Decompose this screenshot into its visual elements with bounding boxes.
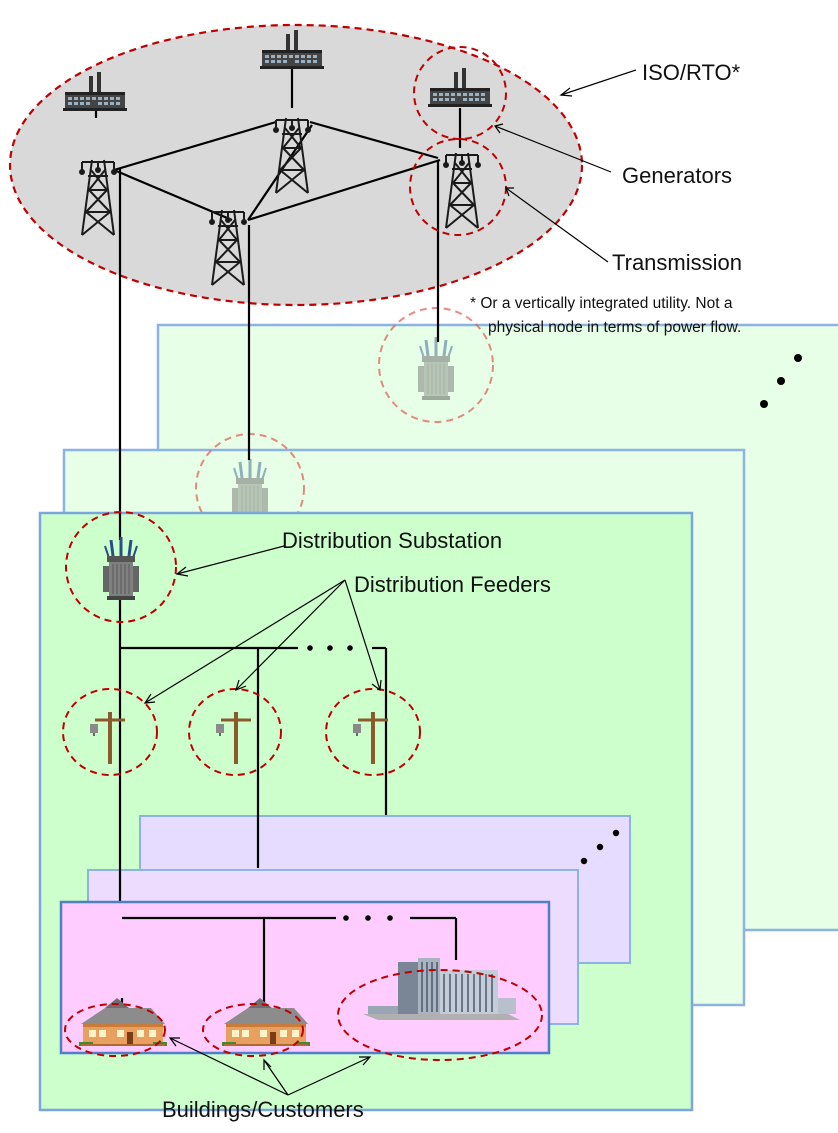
customer-highlight-ring <box>202 1003 304 1057</box>
label-distribution-feeders: Distribution Feeders <box>354 572 551 597</box>
more-feeders-dots <box>580 829 620 865</box>
customer-highlight-ring <box>337 969 543 1061</box>
substation-ring-back <box>378 307 494 423</box>
label-generators: Generators <box>622 163 732 188</box>
generator-highlight-ring <box>413 46 507 140</box>
footnote-line-1: * Or a vertically integrated utility. No… <box>470 295 733 312</box>
substation-highlight-ring <box>65 511 177 623</box>
annotation-arrows <box>143 69 637 1096</box>
label-transmission: Transmission <box>612 250 742 275</box>
feeder-highlight-ring <box>188 688 282 776</box>
customer-highlight-ring <box>64 1003 166 1057</box>
feeder-highlight-ring <box>325 688 421 776</box>
feeder-ellipsis <box>307 645 353 651</box>
customer-ellipsis <box>343 915 393 921</box>
more-substations-dots <box>760 354 802 408</box>
footnote-line-2: physical node in terms of power flow. <box>488 319 741 336</box>
label-iso-rto: ISO/RTO* <box>642 60 741 85</box>
feeder-highlight-ring <box>62 688 158 776</box>
label-distribution-substation: Distribution Substation <box>282 528 502 553</box>
transmission-highlight-ring <box>409 138 507 236</box>
label-buildings-customers: Buildings/Customers <box>162 1097 364 1122</box>
transmission-lines <box>94 66 462 540</box>
